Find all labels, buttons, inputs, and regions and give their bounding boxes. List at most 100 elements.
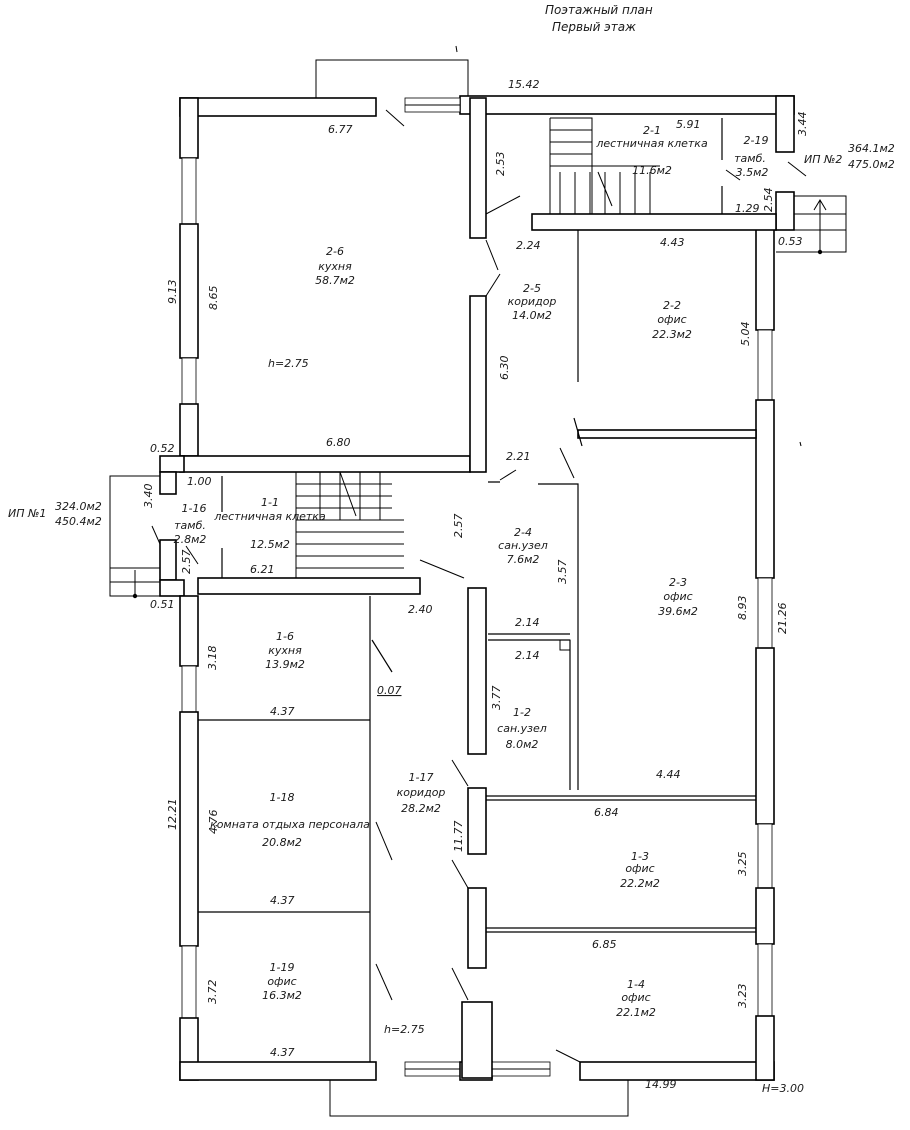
dim-label: 21.26 [776, 603, 789, 635]
room-id: 2-19 [744, 134, 769, 147]
room-name: тамб. [734, 152, 766, 165]
room-name: офис [267, 975, 296, 988]
dim-label: 3.72 [206, 980, 219, 1005]
room-id: 2-5 [523, 282, 541, 295]
room-2-1: 2-1 лестничная клетка 11.6м2 [595, 124, 708, 177]
dim-label: 4.76 [207, 810, 220, 835]
room-name: тамб. [174, 519, 206, 532]
dim-label: 3.44 [796, 112, 809, 137]
room-name: кухня [318, 260, 352, 273]
dim-label: 0.07 [377, 684, 402, 697]
dim-label: 8.93 [736, 596, 749, 621]
room-area: 8.0м2 [506, 738, 539, 751]
room-name: коридор [397, 786, 446, 799]
entrance-2-area-b: 475.0м2 [848, 158, 895, 171]
room-1-3: 1-3 офис 22.2м2 [620, 850, 660, 890]
room-area: 7.6м2 [507, 553, 540, 566]
room-labels: 2-6 кухня 58.7м2 2-1 лестничная клетка 1… [174, 124, 769, 1019]
room-area: 2.8м2 [174, 533, 207, 546]
dim-label: 3.25 [736, 852, 749, 877]
dim-label: 2.14 [515, 649, 540, 662]
room-area: 14.0м2 [512, 309, 552, 322]
floor-height: H=3.00 [762, 1082, 804, 1095]
entrance-2-title: ИП №2 [804, 153, 842, 166]
interior-walls [151, 97, 807, 1079]
room-area: 16.3м2 [262, 989, 302, 1002]
dim-label: 6.77 [328, 123, 353, 136]
dim-label: 2.40 [408, 603, 433, 616]
dim-label: 9.13 [166, 280, 179, 305]
room-area: 22.2м2 [620, 877, 660, 890]
room-name: лестничная клетка [213, 510, 326, 523]
entrance-1-title: ИП №1 [8, 507, 46, 520]
room-1-2: 1-2 сан.узел 8.0м2 [497, 706, 547, 751]
dim-label: 6.84 [594, 806, 619, 819]
room-id: 1-18 [270, 791, 295, 804]
room-area: 39.6м2 [658, 605, 698, 618]
room-id: 2-4 [514, 526, 532, 539]
dim-label: 6.21 [250, 563, 275, 576]
room-name: офис [657, 313, 686, 326]
room-area: 13.9м2 [265, 658, 305, 671]
room-1-4: 1-4 офис 22.1м2 [616, 978, 656, 1019]
room-area: 11.6м2 [632, 164, 672, 177]
room-1-17: 1-17 коридор 28.2м2 [397, 771, 446, 815]
dim-label: 2.24 [516, 239, 541, 252]
dim-label: 5.04 [739, 322, 752, 347]
dim-label: 3.23 [736, 984, 749, 1009]
room-id: 2-6 [326, 245, 344, 258]
room-2-3: 2-3 офис 39.6м2 [658, 576, 698, 618]
dim-label: 4.37 [270, 894, 295, 907]
dim-label: 6.30 [498, 356, 511, 381]
dim-label: 2.57 [452, 514, 465, 539]
room-id: 1-1 [261, 496, 279, 509]
room-area: 12.5м2 [250, 538, 290, 551]
dim-label: 12.21 [166, 799, 179, 831]
ceiling-height-1: h=2.75 [384, 1023, 425, 1036]
room-name: сан.узел [498, 539, 548, 552]
room-id: 1-6 [276, 630, 294, 643]
room-2-6: 2-6 кухня 58.7м2 [315, 245, 355, 287]
dim-label: 4.44 [656, 768, 681, 781]
entrance-1-area-b: 450.4м2 [55, 515, 102, 528]
dim-label: 0.53 [778, 235, 803, 248]
exterior-walls [109, 59, 847, 1117]
entrance-2-area-a: 364.1м2 [848, 142, 895, 155]
room-id: 2-1 [643, 124, 661, 137]
room-area: 22.1м2 [616, 1006, 656, 1019]
plan-title: Поэтажный план [545, 3, 653, 17]
dim-label: 11.77 [452, 821, 465, 853]
room-name: офис [663, 590, 692, 603]
room-id: 1-19 [270, 961, 295, 974]
dim-label: 0.52 [150, 442, 175, 455]
dimension-labels: 15.42 14.99 6.77 6.80 9.13 8.65 2.53 5.9… [142, 78, 809, 1091]
room-name: офис [625, 862, 654, 875]
dim-label: 3.40 [142, 484, 155, 509]
entrance-1-label: ИП №1 324.0м2 450.4м2 [8, 500, 102, 528]
dim-label: 15.42 [508, 78, 540, 91]
dim-label: 6.80 [326, 436, 351, 449]
plan-subtitle: Первый этаж [552, 20, 636, 34]
room-area: 20.8м2 [262, 836, 302, 849]
entrance-1-area-a: 324.0м2 [55, 500, 102, 513]
entrance-2-label: ИП №2 364.1м2 475.0м2 [804, 142, 895, 171]
room-1-1: 1-1 лестничная клетка 12.5м2 [213, 496, 326, 551]
dim-label: 14.99 [645, 1078, 677, 1091]
room-id: 1-17 [409, 771, 434, 784]
room-2-5: 2-5 коридор 14.0м2 [508, 282, 557, 322]
room-1-18: 1-18 комната отдыха персонала 20.8м2 [210, 791, 370, 849]
room-name: офис [621, 991, 650, 1004]
dim-label: 3.18 [206, 646, 219, 671]
room-area: 58.7м2 [315, 274, 355, 287]
ceiling-height-2: h=2.75 [268, 357, 309, 370]
dim-label: 2.21 [506, 450, 531, 463]
dim-label: 3.77 [490, 686, 503, 711]
room-2-4: 2-4 сан.узел 7.6м2 [498, 526, 548, 566]
dim-label: 4.37 [270, 705, 295, 718]
dim-label: 8.65 [207, 286, 220, 311]
room-id: 1-16 [182, 502, 207, 515]
dim-label: 2.54 [762, 188, 775, 213]
room-1-16: 1-16 тамб. 2.8м2 [174, 502, 207, 546]
dim-label: 4.37 [270, 1046, 295, 1059]
